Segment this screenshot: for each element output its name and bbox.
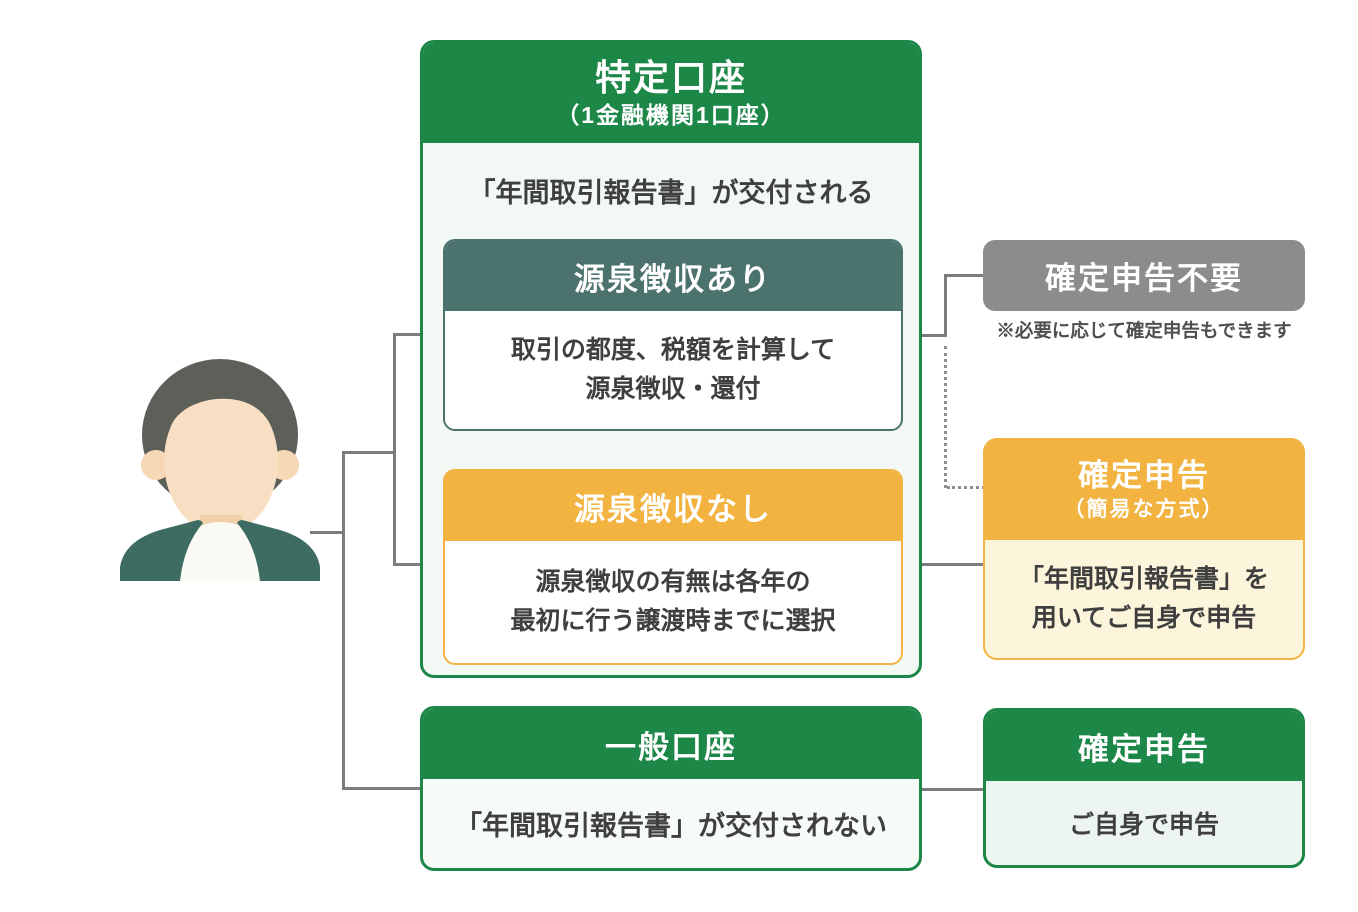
person-face [164, 388, 278, 534]
general-account-title: 一般口座 [423, 709, 919, 779]
connector-person-out [310, 531, 345, 534]
tax-return-box: 確定申告 ご自身で申告 [983, 708, 1305, 868]
tax-return-simple-line2: 用いてご自身で申告 [1031, 604, 1257, 632]
connector-mid-horizontal [342, 451, 396, 454]
person-ear-left [141, 450, 171, 480]
connector-right-vertical-up [944, 274, 947, 337]
withholding-no-line2: 最初に行う譲渡時までに選択 [510, 607, 836, 635]
general-account-box: 一般口座 「年間取引報告書」が交付されない [420, 706, 922, 871]
tax-return-simple-header: 確定申告 （簡易な方式） [985, 440, 1303, 540]
tax-return-simple-body: 「年間取引報告書」を 用いてご自身で申告 [985, 540, 1303, 658]
withholding-yes-box: 源泉徴収あり 取引の都度、税額を計算して 源泉徴収・還付 [443, 239, 903, 431]
no-tax-return-title: 確定申告不要 [1045, 261, 1243, 296]
no-tax-return-box: 確定申告不要 [983, 240, 1305, 311]
person-hair-fringe [158, 377, 284, 453]
specific-account-box: 特定口座 （1金融機関1口座） 「年間取引報告書」が交付される 源泉徴収あり 取… [420, 40, 922, 678]
person-shirt [174, 522, 268, 581]
connector-optional-filing-vertical [944, 346, 947, 488]
person-cardigan-left [120, 520, 203, 581]
connector-to-withholding-no [393, 563, 445, 566]
withholding-no-box: 源泉徴収なし 源泉徴収の有無は各年の 最初に行う譲渡時までに選択 [443, 469, 903, 665]
withholding-no-line1: 源泉徴収の有無は各年の [535, 568, 811, 596]
specific-account-subtitle: （1金融機関1口座） [556, 102, 786, 128]
withholding-yes-body: 取引の都度、税額を計算して 源泉徴収・還付 [445, 311, 901, 429]
withholding-yes-line1: 取引の都度、税額を計算して [510, 336, 836, 364]
tax-return-simple-title: 確定申告 [1078, 458, 1210, 493]
tax-return-simple-line1: 「年間取引報告書」を [1018, 565, 1269, 593]
person-illustration [120, 359, 320, 581]
withholding-no-title: 源泉徴収なし [445, 471, 901, 541]
specific-account-description: 「年間取引報告書」が交付される [468, 178, 874, 208]
tax-return-body: ご自身で申告 [1068, 811, 1219, 839]
tax-return-simple-subtitle: （簡易な方式） [1063, 498, 1225, 521]
connector-to-general-account [342, 787, 425, 790]
tax-return-title: 確定申告 [986, 711, 1302, 781]
person-cardigan-right [237, 520, 320, 581]
withholding-no-body: 源泉徴収の有無は各年の 最初に行う譲渡時までに選択 [445, 541, 901, 663]
specific-account-header: 特定口座 （1金融機関1口座） [423, 43, 919, 143]
general-account-description: 「年間取引報告書」が交付されない [455, 811, 887, 841]
tax-return-simple-box: 確定申告 （簡易な方式） 「年間取引報告書」を 用いてご自身で申告 [983, 438, 1305, 660]
connector-withholding-no-out [896, 563, 986, 566]
connector-general-account-out [919, 788, 986, 791]
connector-inner-vertical [393, 333, 396, 566]
connector-to-withholding-yes [393, 333, 445, 336]
connector-to-no-tax-return [944, 274, 986, 277]
connector-optional-filing-horizontal [947, 486, 985, 489]
specific-account-title: 特定口座 [594, 57, 747, 98]
withholding-yes-title: 源泉徴収あり [445, 241, 901, 311]
no-tax-return-footnote: ※必要に応じて確定申告もできます [996, 320, 1292, 341]
withholding-yes-line2: 源泉徴収・還付 [585, 375, 761, 403]
connector-left-vertical [342, 451, 345, 790]
